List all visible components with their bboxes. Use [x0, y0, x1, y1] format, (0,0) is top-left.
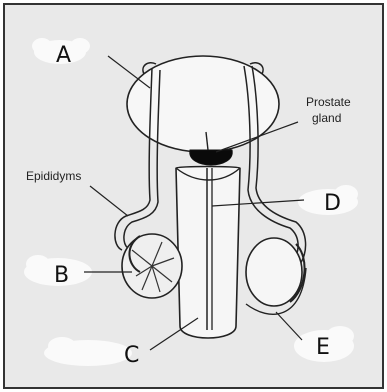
blob-b-puff [26, 255, 50, 273]
penis-shaft [176, 167, 240, 339]
label-c: C [124, 343, 139, 368]
blob-e-puff [326, 326, 354, 346]
blob-c-puff [48, 337, 76, 355]
label-epididymis: Epididyms [26, 169, 81, 183]
testis-right [246, 238, 302, 306]
label-a: A [56, 43, 71, 68]
label-d: D [324, 191, 341, 216]
blob-a-puff [32, 38, 52, 54]
label-prostate-line2: gland [312, 111, 341, 125]
label-e: E [316, 335, 330, 360]
label-prostate-line1: Prostate [306, 95, 351, 109]
blob-a-puff-2 [70, 38, 90, 54]
label-b: B [54, 263, 69, 288]
